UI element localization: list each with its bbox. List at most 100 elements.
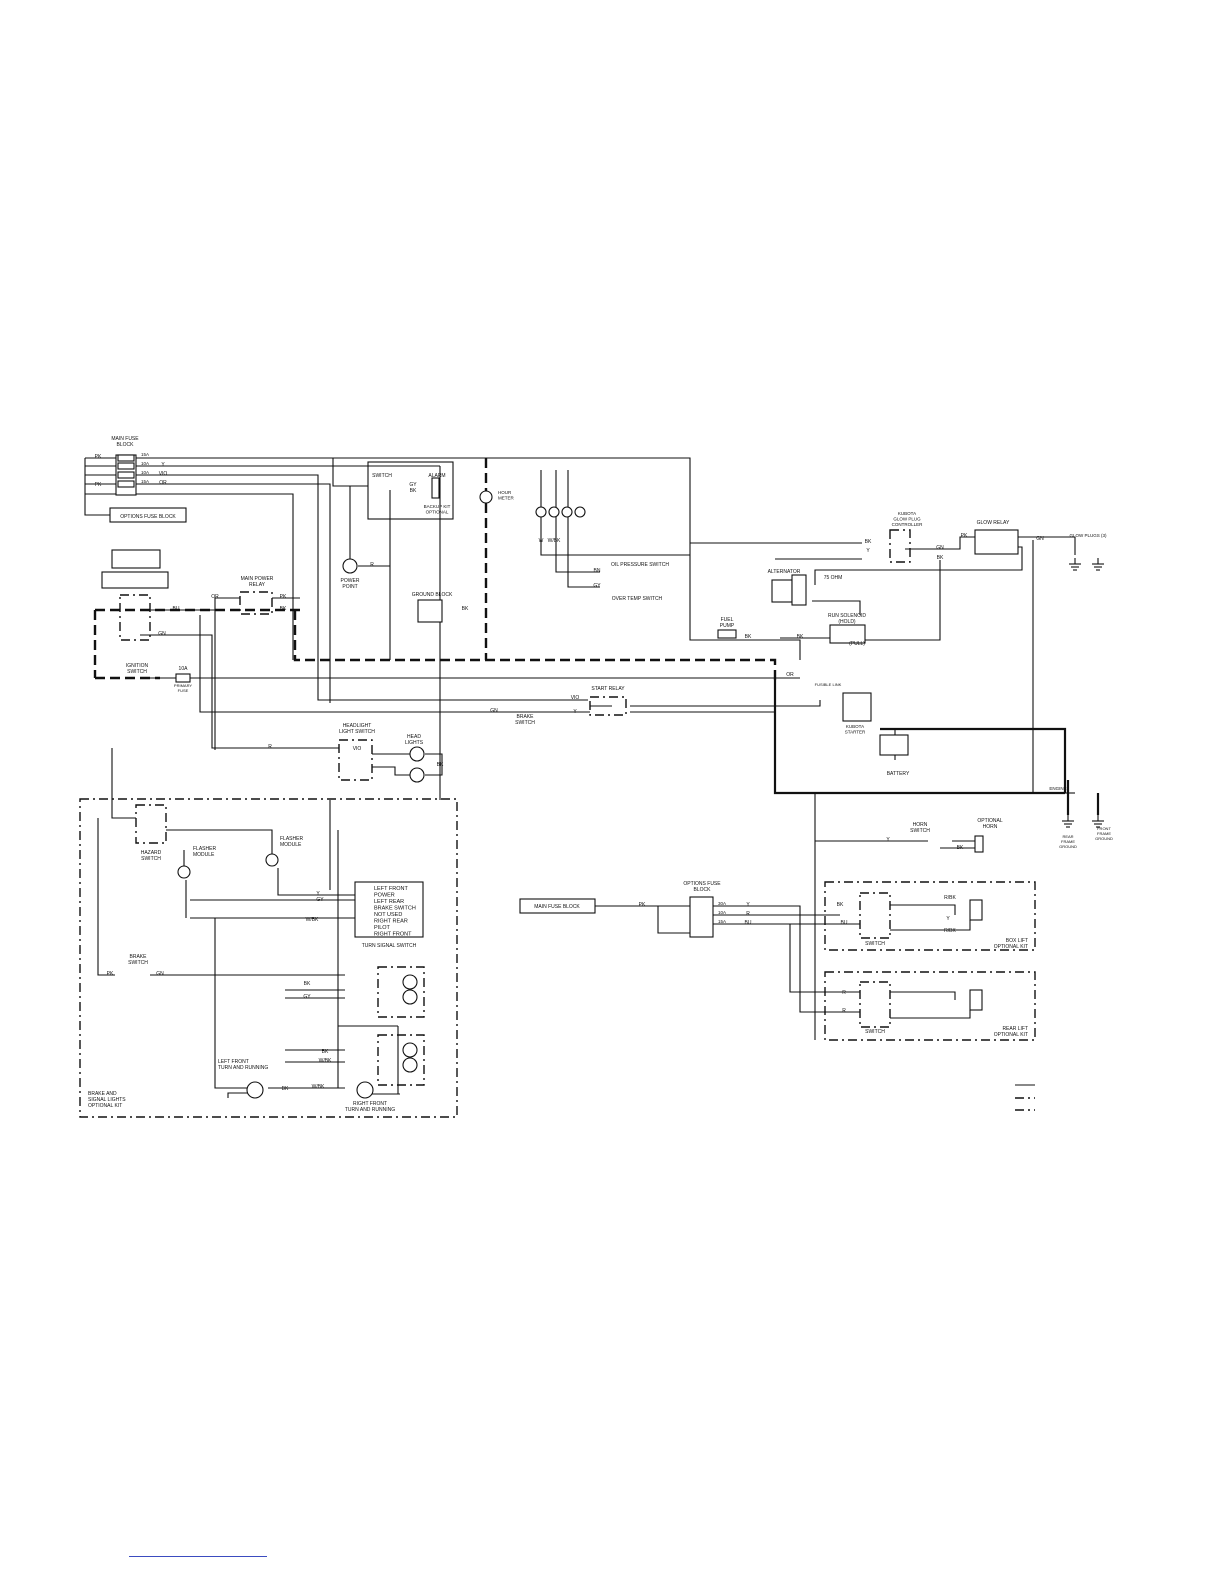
wire-opt-rear — [789, 924, 860, 993]
engine-sensor-symbol — [535, 506, 547, 518]
wire-alternator — [812, 600, 861, 615]
wire-lf-2 — [227, 1092, 248, 1098]
alarm-symbol — [431, 477, 440, 499]
wire-code-label: R — [842, 1008, 846, 1014]
turn-signal-row: LEFT FRONT — [374, 886, 408, 892]
kubota-starter-box — [842, 692, 872, 722]
rear-lamp — [402, 989, 418, 1005]
fuse-15a-label: 15A — [141, 479, 149, 484]
turn-signal-switch-box — [354, 881, 424, 938]
label-alarm: ALARM — [428, 473, 445, 479]
battery-box — [879, 734, 909, 756]
wire-headlight-gnd — [425, 753, 443, 776]
wire-code-label: BK — [410, 488, 417, 494]
wire-code-label: BK — [797, 634, 804, 640]
horn-symbol — [974, 835, 984, 853]
wire-code-label: BN — [594, 568, 601, 574]
wire-code-label: Y — [746, 902, 750, 908]
fuse — [117, 480, 135, 488]
wire-code-label: W/BK — [319, 1058, 332, 1064]
fuse-15a-label: 15A — [718, 919, 726, 924]
rear-lift-motor — [969, 989, 983, 1011]
ignition-decal-box — [111, 549, 161, 569]
turn-signal-row: RIGHT FRONT — [374, 932, 412, 938]
wire-glow-bus — [540, 470, 690, 556]
wire-code-label: GN — [156, 971, 164, 977]
turn-signal-row: BRAKE SWITCH — [374, 906, 416, 912]
fuse — [117, 471, 135, 479]
wire-glow-relay — [905, 536, 975, 550]
hazard-switch-box — [135, 804, 167, 844]
wire-code-label: BU — [841, 920, 848, 926]
wire-code-label: OR — [211, 594, 219, 600]
turn-signal-row: POWER — [374, 893, 395, 899]
wire-code-label: PK — [280, 594, 287, 600]
wire-glowplug — [1018, 536, 1076, 555]
fuse — [117, 462, 135, 470]
power-point-symbol — [342, 558, 358, 574]
box-lift-switch-box — [859, 892, 891, 939]
run-solenoid-box — [829, 624, 866, 644]
footer-link-underline[interactable] — [129, 1556, 267, 1557]
wire-code-label: R — [370, 562, 374, 568]
front-lamp — [402, 1057, 418, 1073]
wire-code-label: GY — [409, 482, 417, 488]
label-fusible-link: FUSIBLE LINK — [815, 682, 842, 687]
flasher-module-right — [265, 853, 279, 867]
engine-sensor-symbol — [574, 506, 586, 518]
wire-options-feed — [84, 458, 110, 516]
label-glow-relay: GLOW RELAY — [977, 520, 1010, 526]
wire-code-label: VIO — [571, 695, 580, 701]
rear-lift-kit-boundary — [824, 971, 1036, 1041]
wire-box-lift — [890, 904, 956, 915]
wire-code-label: BU — [173, 606, 180, 612]
wire-code-label: Y — [573, 709, 577, 715]
left-front-lamp — [246, 1081, 264, 1099]
wire-code-label: GN — [158, 631, 166, 637]
wire-code-label: PK — [961, 533, 968, 539]
wire-flasher — [166, 829, 273, 860]
wire-code-label: BK — [837, 902, 844, 908]
glow-relay-box — [974, 529, 1019, 555]
main-fuse-block-ref-box — [519, 898, 596, 914]
label-resistor: 75 OHM — [824, 575, 843, 581]
wire-code-label: BK — [957, 845, 964, 851]
engine-sensor-symbol — [548, 506, 560, 518]
wire-battery-pos — [880, 727, 1067, 793]
fuse-30a-label: 30A — [718, 901, 726, 906]
wire-code-label: R/BK — [944, 895, 956, 901]
fuse-10a-label: 10A — [141, 461, 149, 466]
label-battery: BATTERY — [887, 771, 910, 777]
wire-code-label: BU — [745, 920, 752, 926]
turn-signal-row: RIGHT REAR — [374, 919, 408, 925]
wire-code-label: BK — [937, 555, 944, 561]
wire-code-label: BK — [745, 634, 752, 640]
wire-code-label: W/BK — [312, 1084, 325, 1090]
wire-code-label: OR — [786, 672, 794, 678]
rear-lamp — [402, 974, 418, 990]
label-turn-signal-switch: TURN SIGNAL SWITCH — [362, 943, 417, 949]
wire-fuel-pump — [720, 639, 801, 660]
fuse-10a-label: 10A — [718, 910, 726, 915]
wire-code-label: GY — [303, 994, 311, 1000]
label-switch: SWITCH — [372, 473, 392, 479]
wire-or — [85, 483, 331, 703]
wire-rear-lift-2 — [890, 1010, 971, 1019]
fuse-15a-label: 15A — [141, 452, 149, 457]
start-relay-box — [589, 696, 627, 716]
wire-code-label: PK — [95, 454, 102, 460]
glow-plug-controller-box — [889, 529, 911, 563]
label-fuse-10a: 10A — [179, 666, 189, 672]
wire-code-label: W/BK — [306, 917, 319, 923]
